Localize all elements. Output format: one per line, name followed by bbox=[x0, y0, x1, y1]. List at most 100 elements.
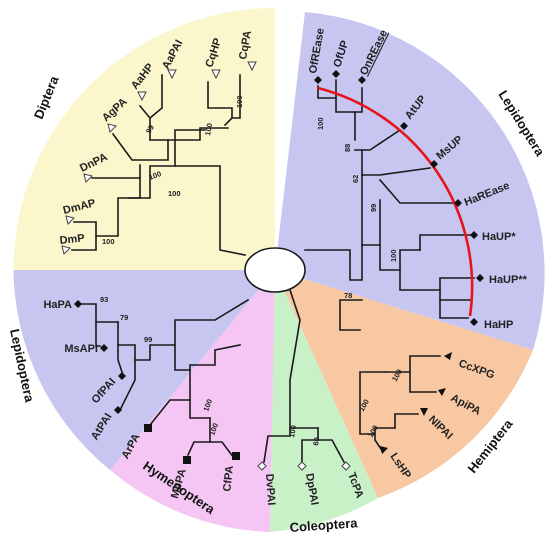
bootstrap-dm: 100 bbox=[102, 237, 115, 246]
marker-ofup-icon bbox=[332, 70, 340, 78]
branch-atpai bbox=[117, 344, 136, 412]
bootstrap-hemi-lepi: 78 bbox=[344, 291, 352, 300]
bootstrap-dipt-upper: 100 bbox=[168, 189, 181, 198]
diptera-branches bbox=[71, 74, 246, 256]
marker-dvpai-icon bbox=[257, 461, 267, 471]
bootstrap-lep-left-a: 93 bbox=[100, 295, 108, 304]
bootstrap-lep-left-c: 99 bbox=[144, 335, 152, 344]
leaf-cqpa: CqPA bbox=[237, 30, 254, 61]
branch-tcpa bbox=[317, 439, 346, 464]
marker-haup1-icon bbox=[470, 231, 478, 239]
bootstrap-cq: 100 bbox=[235, 95, 244, 108]
marker-ofpai-icon bbox=[118, 372, 126, 380]
leaf-dmp: DmP bbox=[59, 232, 85, 247]
tree-center-hub bbox=[244, 247, 306, 293]
coleoptera-branches bbox=[263, 288, 346, 464]
branch-dvpai bbox=[263, 427, 319, 463]
hymenoptera-sector bbox=[110, 270, 275, 532]
branch-mppa bbox=[186, 417, 211, 457]
bootstrap-cole-a: 60 bbox=[311, 437, 321, 447]
branch-apipa bbox=[385, 371, 437, 393]
marker-agpa-icon bbox=[107, 123, 117, 133]
marker-hapa-icon bbox=[74, 300, 82, 308]
marker-aapai-icon bbox=[167, 69, 177, 80]
branch-ofup bbox=[335, 79, 356, 113]
lepidoptera-top-branches bbox=[304, 79, 475, 319]
marker-cqpa-icon bbox=[247, 61, 257, 72]
marker-atpai-icon bbox=[114, 406, 122, 414]
marker-tcpa-icon bbox=[341, 461, 351, 471]
branch-ccxpg bbox=[409, 355, 441, 373]
bootstrap-of-on: 100 bbox=[316, 117, 325, 130]
branch-cole-root bbox=[288, 288, 301, 429]
bootstrap-hym-b: 100 bbox=[207, 422, 220, 437]
branch-cqhp bbox=[207, 81, 233, 127]
marker-dnpa-icon bbox=[83, 173, 93, 183]
marker-dmp-icon bbox=[61, 245, 71, 255]
bootstrap-aa-cq: 100 bbox=[203, 122, 214, 136]
branch-nlpai bbox=[394, 413, 419, 429]
branch-ha-re bbox=[379, 199, 401, 271]
branch-msup bbox=[361, 149, 431, 176]
leaf-hapa: HaPA bbox=[43, 299, 72, 311]
lepidoptera-left-branches bbox=[77, 298, 250, 412]
marker-atup-icon bbox=[400, 122, 408, 130]
leaf-dvpai: DvPAI bbox=[263, 473, 277, 505]
branch-hemi-inner bbox=[359, 371, 387, 435]
marker-mppa-icon bbox=[183, 456, 191, 464]
bootstrap-ha-re: 99 bbox=[369, 204, 378, 212]
marker-mspai-icon bbox=[100, 344, 108, 352]
branch-agpa bbox=[111, 132, 169, 161]
bootstrap-at: 88 bbox=[343, 144, 352, 152]
marker-msup-icon bbox=[430, 160, 438, 168]
bootstrap-hym: 100 bbox=[201, 398, 214, 413]
group-label-coleoptera: Coleoptera bbox=[289, 515, 359, 535]
marker-onrease-icon bbox=[358, 76, 366, 84]
marker-nlpai-icon bbox=[420, 408, 428, 416]
leaf-dppai: DpPAI bbox=[303, 472, 320, 506]
branch-dipt-root bbox=[128, 129, 206, 199]
branch-dipt-stem bbox=[174, 165, 246, 256]
bootstrap-dipt-root: 100 bbox=[148, 169, 163, 182]
leaf-mspai: MsAPI bbox=[64, 343, 98, 355]
branch-hym-root bbox=[189, 344, 241, 401]
branch-ofrease bbox=[317, 85, 337, 99]
branch-atup bbox=[354, 128, 402, 151]
branch-left-hym bbox=[174, 344, 191, 371]
hemiptera-branches bbox=[339, 299, 441, 454]
branch-aahp bbox=[138, 104, 151, 141]
bootstrap-cole-b: 100 bbox=[287, 424, 298, 438]
branch-hahp bbox=[439, 299, 469, 319]
marker-apipa-icon bbox=[438, 388, 446, 396]
marker-arpa-icon bbox=[144, 424, 152, 432]
bootstrap-ha-up: 100 bbox=[389, 249, 398, 262]
leaf-cfpa: CfPA bbox=[221, 465, 236, 492]
marker-dmap-icon bbox=[65, 215, 75, 225]
leaf-hahp: HaHP bbox=[484, 319, 513, 331]
leaf-markers bbox=[61, 61, 484, 471]
branch-lep-root bbox=[304, 244, 363, 281]
branch-aapai bbox=[148, 74, 163, 120]
diptera-sector bbox=[13, 8, 275, 270]
bootstrap-lep-left-b: 79 bbox=[120, 313, 128, 322]
marker-cfpa-icon bbox=[232, 452, 240, 460]
marker-hahp-icon bbox=[470, 318, 478, 326]
branch-onrease bbox=[354, 87, 363, 141]
hymenoptera-branches bbox=[148, 344, 241, 460]
branch-mspai bbox=[95, 321, 119, 347]
bootstrap-aa: 99 bbox=[144, 123, 156, 135]
bootstrap-ms: 62 bbox=[351, 175, 360, 183]
branch-harease bbox=[378, 178, 455, 204]
marker-ofrease-icon bbox=[314, 76, 322, 84]
branch-cqpa bbox=[231, 74, 241, 119]
branch-cfpa bbox=[209, 441, 236, 460]
leaf-haup2: HaUP** bbox=[489, 274, 528, 286]
group-label-diptera: Diptera bbox=[31, 73, 62, 121]
branch-dm bbox=[95, 177, 141, 237]
bootstrap-values: 100 99 100 100 100 100 100 88 62 99 100 … bbox=[100, 95, 404, 446]
marker-haup2-icon bbox=[476, 274, 484, 282]
marker-dppai-icon bbox=[297, 461, 307, 471]
branch-haup2 bbox=[439, 277, 475, 301]
